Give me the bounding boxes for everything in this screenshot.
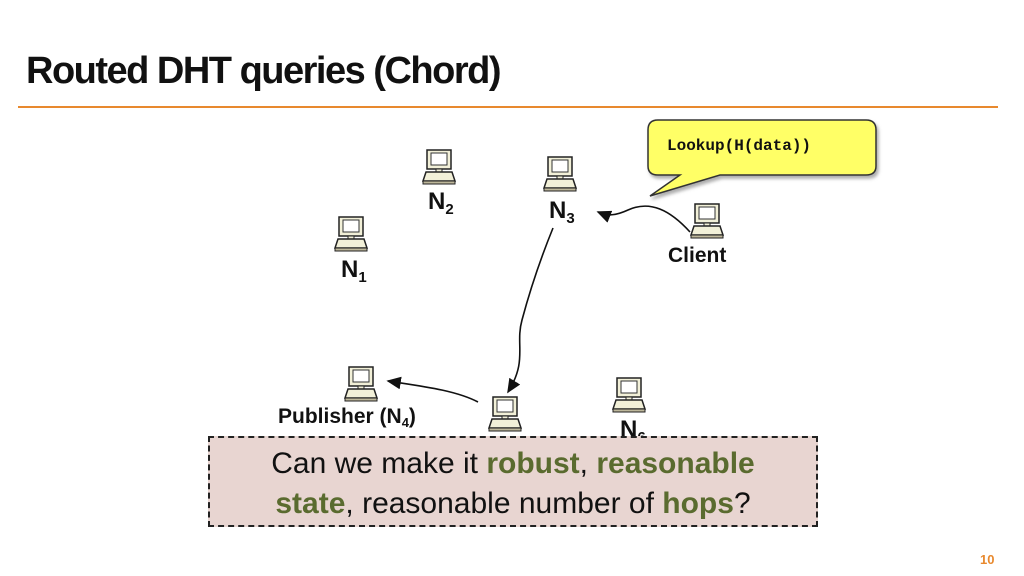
question-box: Can we make it robust, reasonable state,… <box>208 436 818 527</box>
computer-icon <box>422 148 456 186</box>
title-divider <box>18 106 998 108</box>
node-label-n1: N1 <box>341 256 367 286</box>
arrow-n3-to-n5 <box>507 227 554 394</box>
node-label-n3: N3 <box>549 197 575 227</box>
node-label-client: Client <box>668 244 727 267</box>
node-label-publisher: Publisher (N4) <box>278 405 416 430</box>
computer-icon <box>543 155 577 193</box>
computer-icon <box>612 376 646 414</box>
page-title: Routed DHT queries (Chord) <box>26 50 501 92</box>
computer-icon <box>488 395 522 433</box>
callout-bubble <box>647 119 877 197</box>
lookup-callout-text: Lookup(H(data)) <box>667 137 812 155</box>
node-label-n2: N2 <box>428 188 454 218</box>
arrow-n5-to-publisher <box>386 376 479 403</box>
arrow-client-to-n3 <box>596 205 691 233</box>
computer-icon <box>690 202 724 240</box>
page-number: 10 <box>980 552 995 567</box>
computer-icon <box>344 365 378 403</box>
computer-icon <box>334 215 368 253</box>
